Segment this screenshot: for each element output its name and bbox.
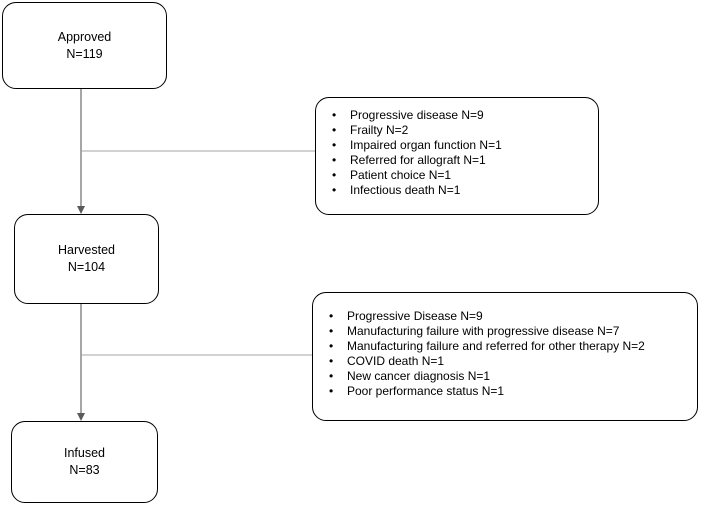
exclusion-box-before-harvest: Progressive disease N=9 Frailty N=2 Impa… [315,97,599,215]
list-item: COVID death N=1 [329,354,685,369]
harvested-box: Harvested N=104 [14,214,159,304]
list-item: Manufacturing failure with progressive d… [329,324,685,339]
approved-label: Approved [57,29,112,44]
list-item: Poor performance status N=1 [329,384,685,399]
harvested-label: Harvested [58,243,115,257]
harvested-count: N=104 [67,260,106,274]
list-item: Patient choice N=1 [332,168,586,183]
list-item: Referred for allograft N=1 [332,153,586,168]
list-item: Infectious death N=1 [332,183,586,198]
exclusion-list-before-infusion: Progressive Disease N=9 Manufacturing fa… [329,309,685,399]
exclusion-box-before-infusion: Progressive Disease N=9 Manufacturing fa… [312,292,698,421]
approved-count: N=119 [66,46,103,61]
approved-box: Approved N=119 [2,2,167,89]
list-item: Manufacturing failure and referred for o… [329,339,685,354]
exclusion-list-before-harvest: Progressive disease N=9 Frailty N=2 Impa… [332,108,586,198]
list-item: Progressive disease N=9 [332,108,586,123]
list-item: Frailty N=2 [332,123,586,138]
infused-box: Infused N=83 [11,421,158,503]
infused-label: Infused [63,446,105,460]
infused-count: N=83 [69,463,100,477]
list-item: Progressive Disease N=9 [329,309,685,324]
list-item: New cancer diagnosis N=1 [329,369,685,384]
list-item: Impaired organ function N=1 [332,138,586,153]
